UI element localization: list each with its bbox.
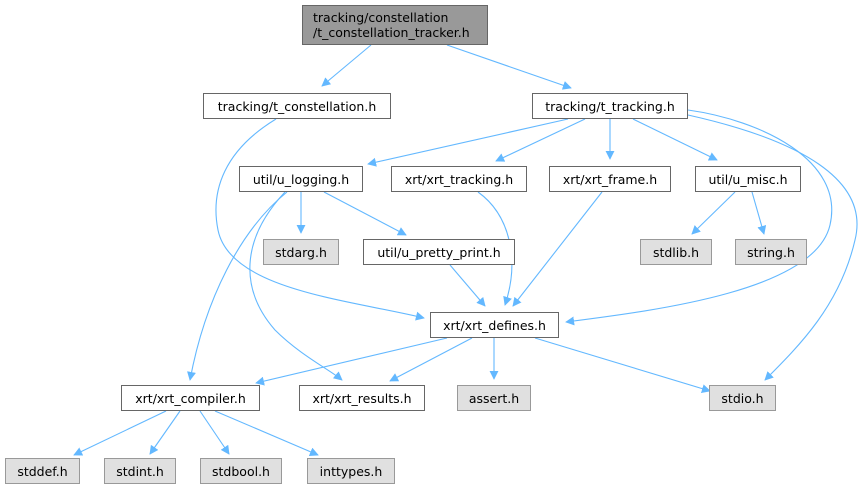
node-xrt-compiler[interactable]: xrt/xrt_compiler.h [121,385,260,411]
node-label: stddef.h [17,463,68,479]
node-assert[interactable]: assert.h [457,385,531,411]
node-inttypes[interactable]: inttypes.h [307,458,395,484]
edge-t-tracking-to-xrt-defines [565,109,833,326]
node-label: tracking/constellation [313,10,449,25]
edge-t-constellation-to-xrt-defines [215,118,425,321]
node-u-logging[interactable]: util/u_logging.h [239,166,363,192]
edge-xrt-defines-to-xrt-compiler [255,337,448,386]
edge-xrt-compiler-to-stdbool [199,410,230,455]
node-xrt-defines[interactable]: xrt/xrt_defines.h [430,312,559,338]
edge-xrt-frame-to-xrt-defines [512,191,603,307]
node-label: stdio.h [721,390,764,406]
node-stddef[interactable]: stddef.h [5,458,80,484]
node-label: stdarg.h [275,244,327,260]
node-label: util/u_misc.h [708,171,788,187]
node-label: stdint.h [116,463,164,479]
edge-xrt-compiler-to-stddef [73,410,167,456]
node-label: xrt/xrt_compiler.h [135,390,246,406]
node-label: xrt/xrt_defines.h [443,317,546,333]
node-xrt-tracking[interactable]: xrt/xrt_tracking.h [391,166,527,192]
node-label: tracking/t_tracking.h [545,98,675,114]
node-xrt-frame[interactable]: xrt/xrt_frame.h [549,166,671,192]
node-label: xrt/xrt_results.h [312,390,412,406]
edge-u-logging-to-xrt-compiler [187,191,288,381]
node-label: stdlib.h [652,244,700,260]
node-label: tracking/t_constellation.h [217,98,377,114]
edge-xrt-compiler-to-stdint [149,410,181,455]
node-label: /t_constellation_tracker.h [313,25,470,40]
node-label: util/u_pretty_print.h [377,244,501,260]
edge-u-misc-to-string [751,191,767,235]
edge-u-pretty-print-to-xrt-defines [449,264,486,307]
node-u-misc[interactable]: util/u_misc.h [695,166,801,192]
node-label: xrt/xrt_frame.h [562,171,658,187]
edge-root-to-t-tracking [446,44,572,90]
edge-u-logging-to-u-pretty-print [323,191,407,236]
node-stdbool[interactable]: stdbool.h [200,458,282,484]
edge-u-logging-to-xrt-results [249,191,343,381]
node-stdlib[interactable]: stdlib.h [640,239,712,265]
edge-t-tracking-to-stdio [687,114,858,381]
node-u-pretty-print[interactable]: util/u_pretty_print.h [363,239,515,265]
node-label: stdbool.h [212,463,270,479]
edge-root-to-t-constellation [321,44,372,87]
node-label: inttypes.h [319,463,383,479]
node-label: assert.h [468,390,520,406]
node-root-t-constellation-tracker: tracking/constellation /t_constellation_… [302,5,488,45]
node-label: util/u_logging.h [252,171,350,187]
node-stdio[interactable]: stdio.h [709,385,776,411]
edge-t-tracking-to-u-logging [367,118,569,167]
node-xrt-results[interactable]: xrt/xrt_results.h [299,385,425,411]
edge-xrt-defines-to-xrt-results [389,337,473,382]
edge-xrt-compiler-to-inttypes [214,410,319,456]
node-t-tracking[interactable]: tracking/t_tracking.h [532,93,688,119]
edge-xrt-defines-to-stdio [534,337,711,393]
node-label: xrt/xrt_tracking.h [404,171,514,187]
edge-t-tracking-to-xrt-tracking [495,118,586,162]
edge-u-misc-to-stdlib [691,191,736,235]
node-t-constellation[interactable]: tracking/t_constellation.h [203,93,391,119]
node-stdint[interactable]: stdint.h [104,458,176,484]
node-string[interactable]: string.h [735,239,807,265]
node-label: string.h [747,244,795,260]
node-stdarg[interactable]: stdarg.h [263,239,339,265]
edge-t-tracking-to-u-misc [632,118,718,161]
